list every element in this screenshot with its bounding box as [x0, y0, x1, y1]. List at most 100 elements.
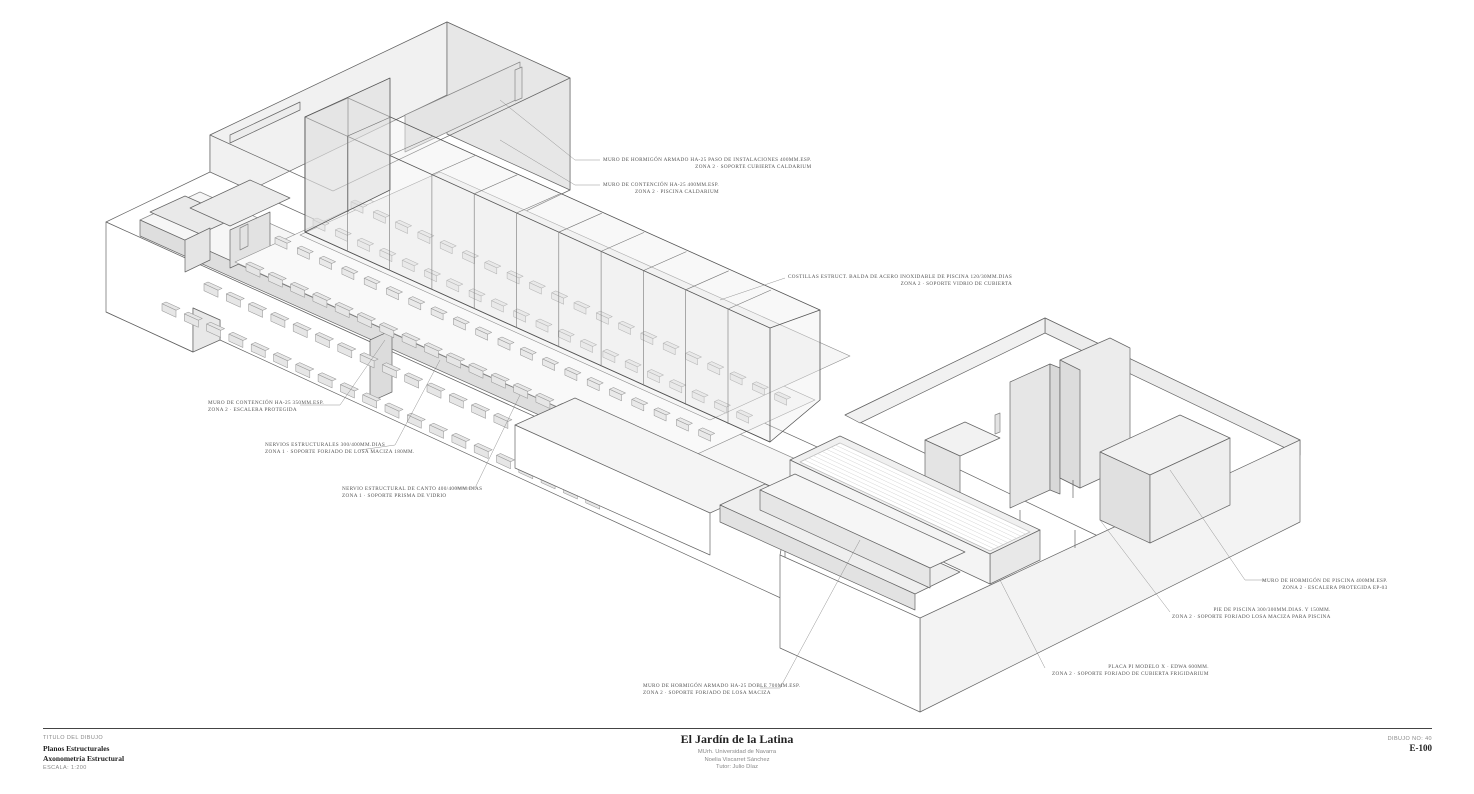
lane-line	[839, 442, 1031, 533]
rib-face	[226, 293, 241, 308]
rib-face	[602, 350, 616, 363]
rib-face	[245, 263, 261, 278]
rib-face	[206, 323, 221, 338]
left-wing-details	[239, 66, 1001, 435]
rib-face	[341, 267, 355, 280]
rib-face	[357, 239, 370, 252]
axonometric-drawing	[105, 21, 1301, 713]
rib-face	[357, 314, 372, 328]
rib-face	[496, 455, 511, 469]
rib-face	[228, 333, 244, 348]
rib-face	[424, 270, 437, 283]
rib-series-b	[274, 199, 791, 442]
prism-mullions	[346, 116, 772, 424]
rib-face	[337, 344, 353, 359]
double-wall-strip	[514, 397, 966, 611]
rib-face	[736, 411, 749, 424]
rib-face	[468, 290, 482, 303]
rib-face	[426, 384, 442, 399]
pool-lane-lines	[803, 442, 1031, 550]
rib-face	[274, 237, 288, 250]
rib-face	[334, 303, 350, 318]
mullion-top	[685, 270, 729, 291]
right-wing-block	[779, 317, 1301, 713]
rib-face	[729, 373, 743, 386]
rib-face	[379, 324, 395, 339]
rib-face	[184, 313, 199, 328]
rib-face	[714, 401, 727, 414]
rib-face	[535, 394, 551, 409]
lane-line	[826, 449, 1017, 539]
title-block-center: El Jardín de la Latina MUrh. Universidad…	[587, 732, 887, 772]
annotation-pool-wall: MURO DE HORMIGÓN DE PISCINA 400mm.esp. Z…	[1262, 578, 1388, 591]
rib-face	[395, 221, 408, 234]
mullion-top	[389, 136, 433, 156]
mullion-top	[516, 193, 560, 214]
lane-line	[817, 453, 1008, 543]
annotation-plate: PLACA PI MODELO X · EDWA 600mm. ZONA 2 ·…	[1052, 664, 1209, 677]
mullion-top	[558, 212, 602, 233]
rib-face	[669, 381, 683, 394]
rib-face	[624, 360, 638, 373]
rib-face	[446, 280, 460, 293]
annotation-retaining-wall-caldarium: MURO DE CONTENCIÓN HA-25 400mm.esp. ZONA…	[603, 182, 720, 195]
rib-face	[295, 364, 311, 379]
rib-face	[317, 374, 333, 389]
rib-face	[596, 312, 609, 325]
rib-face	[446, 354, 461, 369]
drawing-scale: ESCALA: 1:200	[43, 765, 87, 771]
mullion-top	[643, 251, 687, 271]
rib-face	[429, 424, 444, 439]
rib-face	[752, 383, 765, 396]
rib-face	[609, 389, 622, 402]
rib-face	[493, 414, 509, 429]
rib-face	[707, 363, 721, 376]
rib-face	[662, 342, 676, 355]
rib-face	[535, 320, 549, 333]
project-tutor: Tutor: Julio Díaz	[716, 764, 758, 770]
rib-face	[250, 343, 266, 358]
rib-face	[373, 211, 386, 224]
footer-rule	[43, 728, 1432, 729]
mullion-top	[347, 116, 391, 137]
lane-line	[830, 446, 1022, 537]
rib-face	[580, 340, 593, 353]
rib-face	[401, 259, 415, 272]
rib-face	[631, 399, 645, 412]
rib-face	[297, 247, 310, 260]
rib-face	[363, 277, 377, 290]
rib-face	[484, 262, 498, 275]
rib-face	[379, 249, 393, 262]
rib-face	[774, 393, 787, 406]
rib-face	[161, 303, 177, 318]
annotation-double-wall: MURO DE HORMIGÓN ARMADO HA-25 DOBLE 700m…	[643, 683, 801, 696]
drawing-title-line2: Axonometría Estructural	[43, 754, 125, 763]
title-block-left: TITULO DEL DIBUJO Planos Estructurales A…	[43, 735, 124, 771]
rib-face	[401, 334, 417, 349]
rib-face	[382, 364, 397, 379]
rib-face	[340, 384, 355, 399]
rib-face	[618, 322, 631, 335]
rib-face	[542, 358, 555, 371]
lane-line	[835, 444, 1026, 535]
rib-face	[471, 404, 486, 419]
rib-face	[312, 293, 328, 308]
rib-face	[520, 348, 533, 361]
rib-face	[513, 384, 528, 399]
rib-face	[676, 419, 689, 432]
rib-face	[424, 344, 439, 359]
rib-face	[453, 318, 466, 331]
rib-face	[408, 298, 422, 311]
lane-line	[812, 455, 1004, 545]
drawing-code: E-100	[1409, 743, 1433, 753]
rib-face	[292, 323, 308, 338]
lane-line	[803, 459, 995, 550]
rib-face	[698, 429, 711, 442]
annotation-retaining-wall-stair: MURO DE CONTENCIÓN HA-25 350mm.esp. ZONA…	[208, 400, 325, 413]
drawing-title-line1: Planos Estructurales	[43, 744, 110, 753]
rib-face	[362, 394, 377, 409]
rib-face	[404, 374, 419, 389]
rib-face	[497, 338, 511, 351]
rib-face	[290, 283, 305, 298]
rib-face	[475, 328, 488, 341]
